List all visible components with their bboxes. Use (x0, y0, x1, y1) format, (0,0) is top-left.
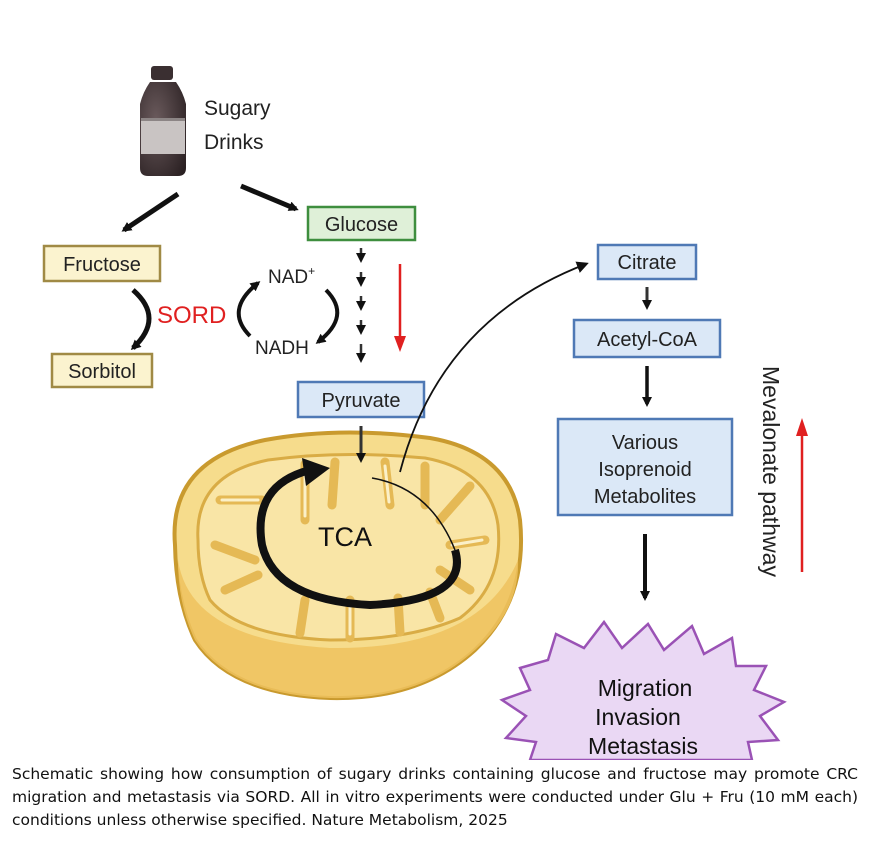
sorbitol-box (50, 352, 154, 389)
nad-label: NAD+ (268, 264, 315, 288)
nadh-label: NADH (255, 338, 309, 359)
isoprenoid-box (556, 417, 734, 517)
arrow-to-fructose (121, 191, 180, 233)
glycolysis-increase-red-arrowhead (394, 336, 406, 352)
outcome-label-line1: Migration (598, 675, 693, 701)
glucose-box (306, 205, 417, 242)
mitochondrion-icon (172, 430, 524, 701)
isoprenoid-label-line1: Various (612, 432, 678, 454)
mevalonate-red-arrowhead (796, 418, 808, 436)
isoprenoid-label-line3: Metabolites (594, 486, 696, 508)
acetyl-coa-box (572, 318, 722, 359)
arrow-tca-to-citrate (399, 261, 589, 473)
fructose-label: Fructose (63, 254, 141, 276)
sord-label: SORD (157, 302, 226, 329)
figure-caption: Schematic showing how consumption of sug… (12, 765, 858, 829)
acetyl-coa-label: Acetyl-CoA (597, 329, 698, 351)
tca-cycle-arrowhead (302, 458, 330, 486)
outcome-label-line2: Invasion (595, 704, 681, 730)
tca-cycle-arrow (256, 466, 461, 610)
glucose-label: Glucose (325, 214, 398, 236)
tca-label: TCA (318, 522, 372, 552)
sord-conversion-arrow (130, 288, 152, 351)
pyruvate-label: Pyruvate (322, 390, 401, 412)
sugary-drinks-label-line2: Drinks (204, 131, 264, 154)
pyruvate-box (296, 380, 426, 419)
pathway-diagram: Sugary Drinks Glucose Fructose SORD Sorb… (42, 66, 808, 760)
tca-cycle-inner-line (371, 477, 456, 551)
sorbitol-label: Sorbitol (68, 361, 136, 383)
isoprenoid-label-line2: Isoprenoid (598, 459, 691, 481)
fructose-box (42, 244, 162, 283)
nadh-to-nad-arrow (236, 281, 261, 338)
citrate-label: Citrate (618, 252, 677, 274)
outcome-starburst (499, 619, 787, 760)
sugary-drink-bottle-icon (140, 66, 186, 176)
arrow-to-glucose (240, 183, 299, 212)
outcome-label-line3: Metastasis (588, 733, 698, 759)
citrate-box (596, 243, 698, 281)
mevalonate-pathway-label: Mevalonate pathway (758, 366, 784, 577)
sugary-drinks-label-line1: Sugary (204, 97, 271, 120)
nad-to-nadh-arrow (315, 288, 340, 344)
